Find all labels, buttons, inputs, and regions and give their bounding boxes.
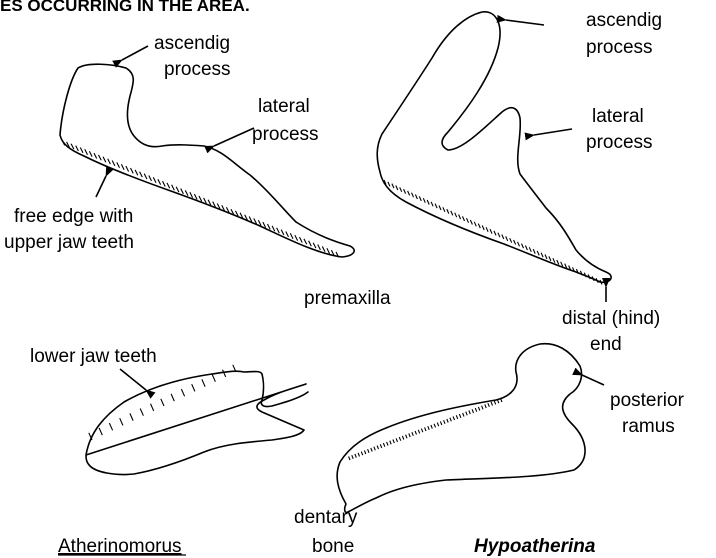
premaxilla-atherinomorus [60,64,354,257]
label-premaxilla: premaxilla [304,288,391,309]
label-dentary: dentary [294,507,358,528]
label-ramus: ramus [622,416,675,437]
label-lower-jaw-teeth: lower jaw teeth [30,346,157,367]
label-posterior: posterior [610,390,685,411]
label-free-edge: free edge with [14,206,133,227]
label-process-left-lat: process [252,124,319,145]
label-distal-hind: distal (hind) [562,308,660,329]
label-lateral-right: lateral [592,106,644,127]
label-process-left-asc: process [164,59,231,80]
label-upper-jaw-teeth: upper jaw teeth [4,232,134,253]
header-text: ES OCCURRING IN THE AREA. [0,0,250,15]
label-end: end [590,334,622,355]
label-lateral-left: lateral [258,96,310,117]
label-ascendig-right: ascendig [586,10,662,31]
premaxilla-hypoatherina [377,12,611,285]
label-genus-atherinomorus: Atherinomorus [58,536,182,557]
dentary-atherinomorus [86,365,308,475]
label-ascendig-left: ascendig [154,33,230,54]
dentary-hypoatherina [337,344,585,513]
label-process-right-lat: process [586,132,653,153]
label-bone: bone [312,536,354,557]
label-genus-hypoatherina: Hypoatherina [474,536,596,557]
label-process-right-asc: process [586,37,653,58]
